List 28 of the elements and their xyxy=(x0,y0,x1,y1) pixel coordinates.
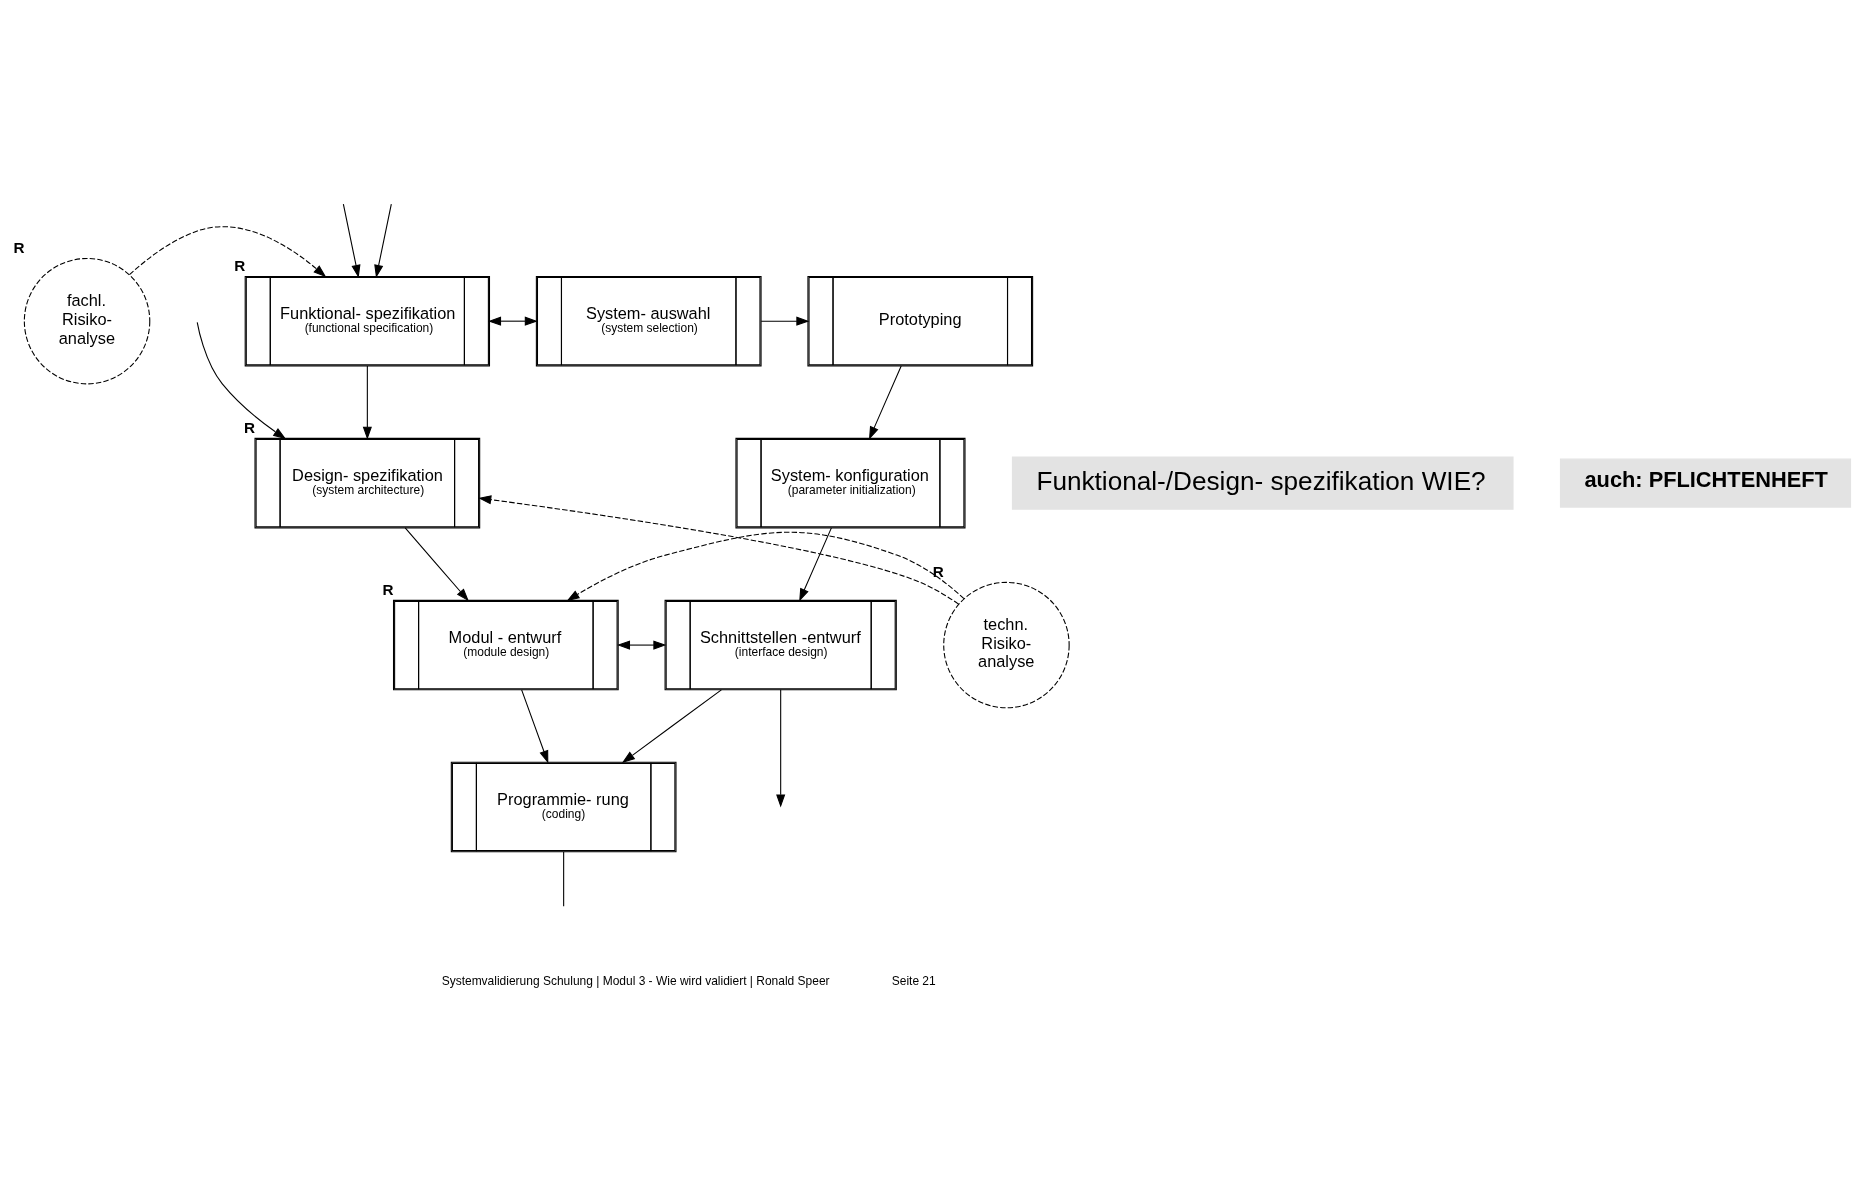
node-label: R xyxy=(932,562,944,580)
arrow xyxy=(478,494,960,605)
node-label: R xyxy=(244,418,256,436)
connector xyxy=(563,851,565,907)
arrow xyxy=(799,526,832,602)
arrow xyxy=(521,688,549,764)
arrow xyxy=(374,202,392,278)
arrow xyxy=(776,688,786,808)
node-box: auch: PFLICHTENHEFT xyxy=(1559,458,1852,508)
node-label: R xyxy=(234,256,246,274)
node-circle: fachl. Risiko- analyse xyxy=(23,257,151,384)
arrow xyxy=(487,316,538,326)
node-label: R xyxy=(13,238,25,256)
arrow xyxy=(869,364,902,440)
arrow xyxy=(196,321,287,439)
label: Systemvalidierung Schulung | Modul 3 - Wie wird validiert | Ronald Speer xyxy=(441,973,830,988)
node-label: R xyxy=(382,580,394,598)
arrow xyxy=(566,531,965,601)
arrow xyxy=(616,640,667,650)
node-circle: techn. Risiko- analyse xyxy=(943,581,1070,708)
arrow xyxy=(342,202,361,278)
arrow xyxy=(621,688,722,763)
arrow xyxy=(404,526,469,601)
arrow xyxy=(760,316,810,326)
arrow xyxy=(362,364,372,440)
node-box: Funktional-/Design- spezifikation WIE? xyxy=(1011,455,1514,510)
arrow xyxy=(128,225,327,277)
label: Seite 21 xyxy=(891,973,936,988)
